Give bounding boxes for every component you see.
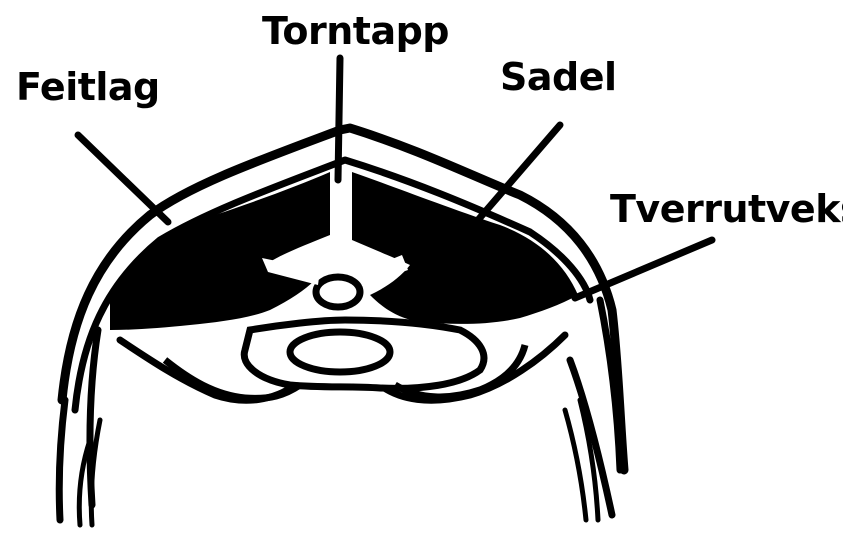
spinous-process <box>330 175 352 262</box>
right-rib-line-2 <box>565 410 586 520</box>
right-flank-line-2 <box>570 360 612 515</box>
leader-saddle <box>478 125 560 220</box>
label-transverse-process: Tverrutvekst <box>610 190 843 228</box>
left-flank-line-2 <box>59 400 65 520</box>
muscle-right <box>352 172 578 324</box>
label-fat-layer: Feitlag <box>16 68 160 106</box>
spinal-canal <box>316 277 360 307</box>
vertebral-body-ellipse <box>290 332 390 372</box>
label-saddle: Sadel <box>500 58 617 96</box>
label-spinous-process: Torntapp <box>262 12 449 50</box>
leader-spinous-process <box>338 58 340 180</box>
leader-fat-layer <box>78 135 168 222</box>
